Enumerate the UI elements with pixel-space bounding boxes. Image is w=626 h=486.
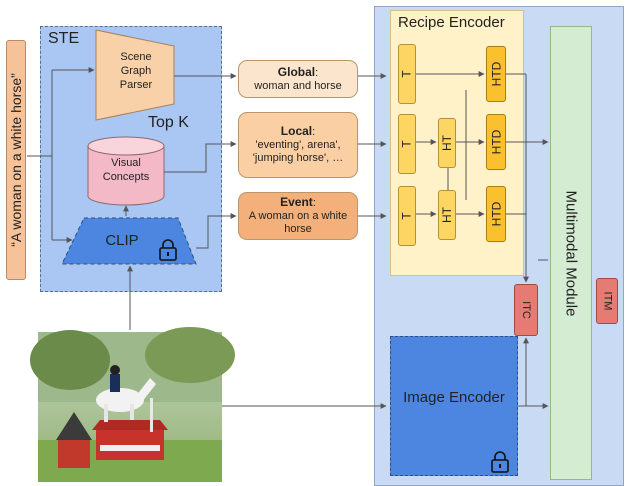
global-pill: Global: woman and horse [238,60,358,98]
clip-label: CLIP [105,232,139,249]
visual-concepts-label: Visual Concepts [102,157,150,183]
visual-concepts-cylinder [87,136,165,206]
local-label: Local [280,124,313,138]
recipe-encoder-title: Recipe Encoder [398,14,505,31]
event-pill: Event: A woman on a white horse [238,192,358,240]
caption-text: “A woman on a white horse” [8,73,24,247]
htd-block-3: HTD [486,186,506,242]
t-block-1: T [398,44,416,104]
itm-block: ITM [596,278,618,324]
event-label: Event [280,195,313,209]
multimodal-module: Multimodal Module [550,26,592,480]
htd-block-1: HTD [486,46,506,102]
lock-icon [491,451,509,473]
horse-photo [30,327,235,482]
t-block-3: T [398,186,416,246]
lock-icon [159,239,177,261]
itc-block: ITC [514,284,538,336]
htd-block-2: HTD [486,114,506,170]
caption-box: “A woman on a white horse” [6,40,26,280]
image-encoder-label: Image Encoder [403,389,505,406]
scene-graph-parser-shape [95,29,175,121]
global-label: Global [277,64,316,79]
clip-shape [61,217,197,265]
scene-graph-parser-label: Scene Graph Parser [119,51,153,91]
ste-title: STE [48,30,80,47]
ht-block-1: HT [438,118,456,168]
topk-label: Top K [148,114,189,131]
global-text: woman and horse [254,79,342,92]
ht-block-2: HT [438,190,456,240]
t-block-2: T [398,114,416,174]
event-text: A woman on a white horse [248,210,348,235]
local-pill: Local: 'eventing', arena', 'jumping hors… [238,112,358,178]
local-text: 'eventing', arena', 'jumping horse', … [252,139,344,164]
